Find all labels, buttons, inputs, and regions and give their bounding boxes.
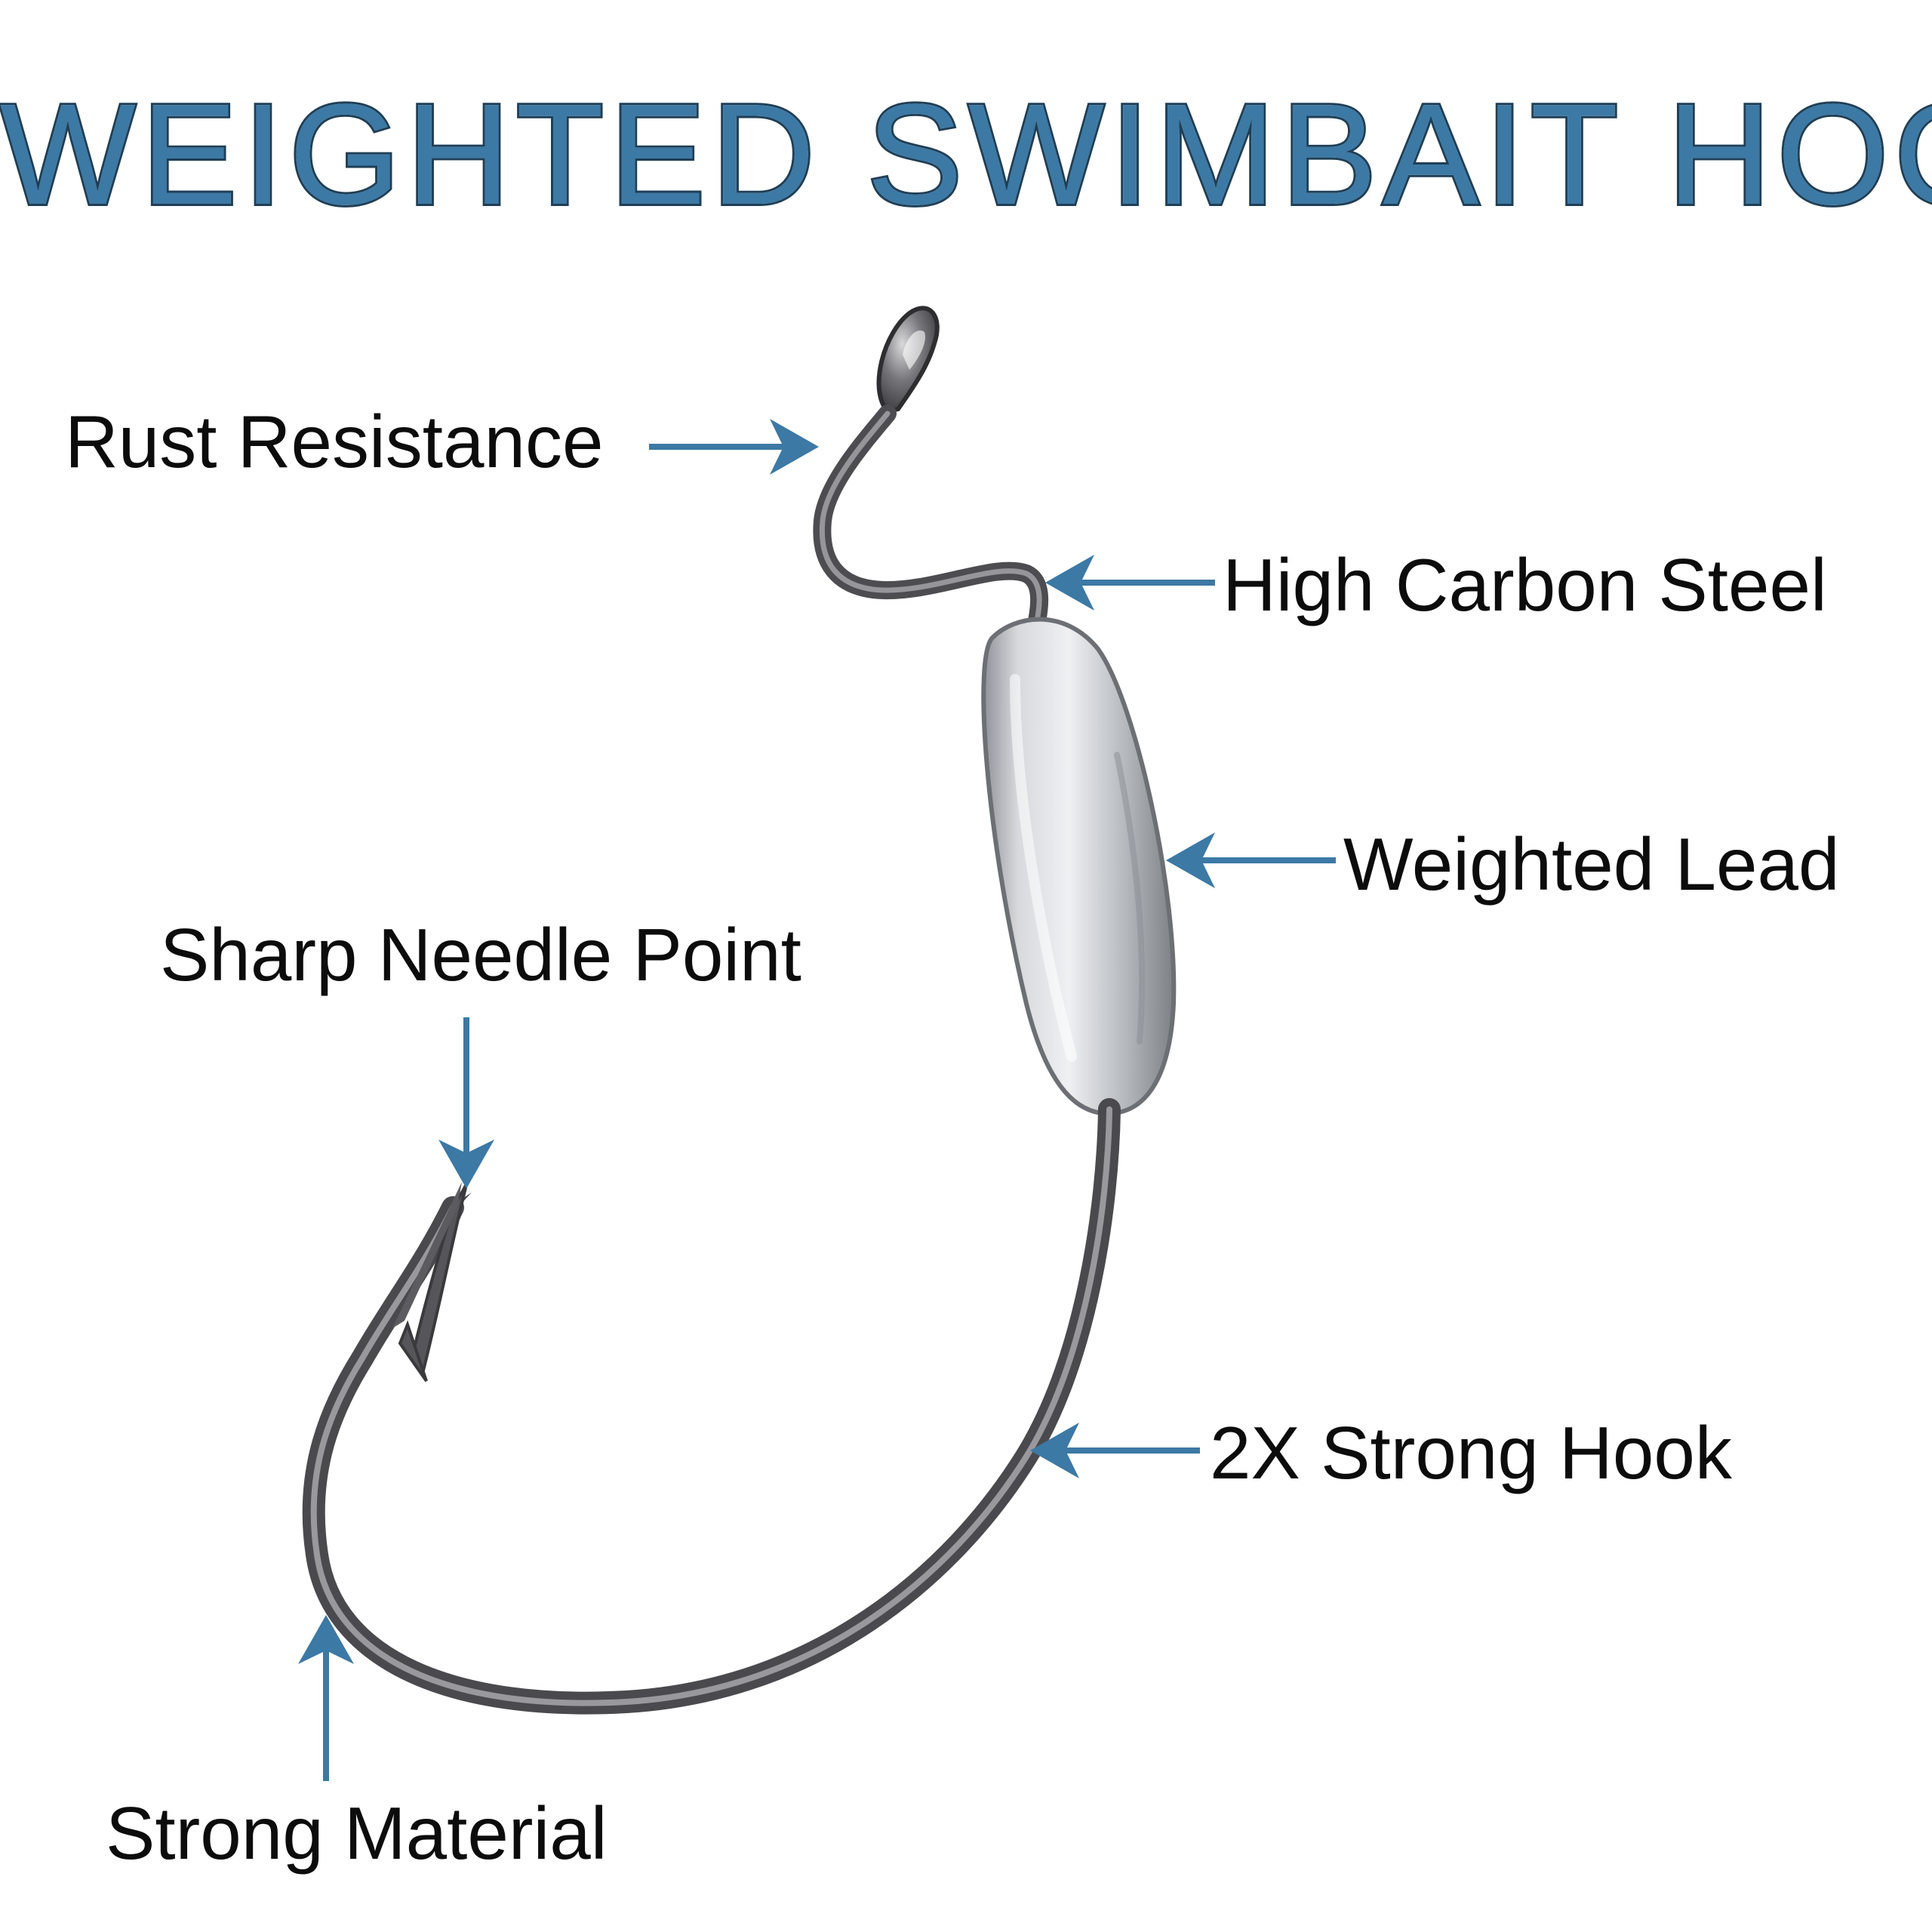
callout-sharp-needle-point: Sharp Needle Point [160,913,801,996]
arrow-hook [1030,1423,1200,1478]
arrow-needle [438,1017,494,1189]
hook-eye [876,306,940,414]
weighted-lead-body [981,617,1177,1116]
callout-2x-strong-hook: 2X Strong Hook [1210,1411,1732,1494]
hook-shank-bend [813,405,1049,651]
callout-strong-material: Strong Material [106,1792,608,1875]
callout-rust-resistance: Rust Resistance [65,400,604,483]
callout-weighted-lead: Weighted Lead [1343,823,1840,906]
arrow-material [298,1615,354,1781]
hook-point-barb [392,1177,472,1383]
arrow-lead [1166,832,1336,888]
arrow-rust [649,419,819,475]
hook-bend-curve [302,1098,1121,1715]
page-title: WEIGHTED SWIMBAIT HOOK [0,75,1932,235]
callout-high-carbon-steel: High Carbon Steel [1223,543,1827,626]
arrow-carbon [1045,555,1215,611]
